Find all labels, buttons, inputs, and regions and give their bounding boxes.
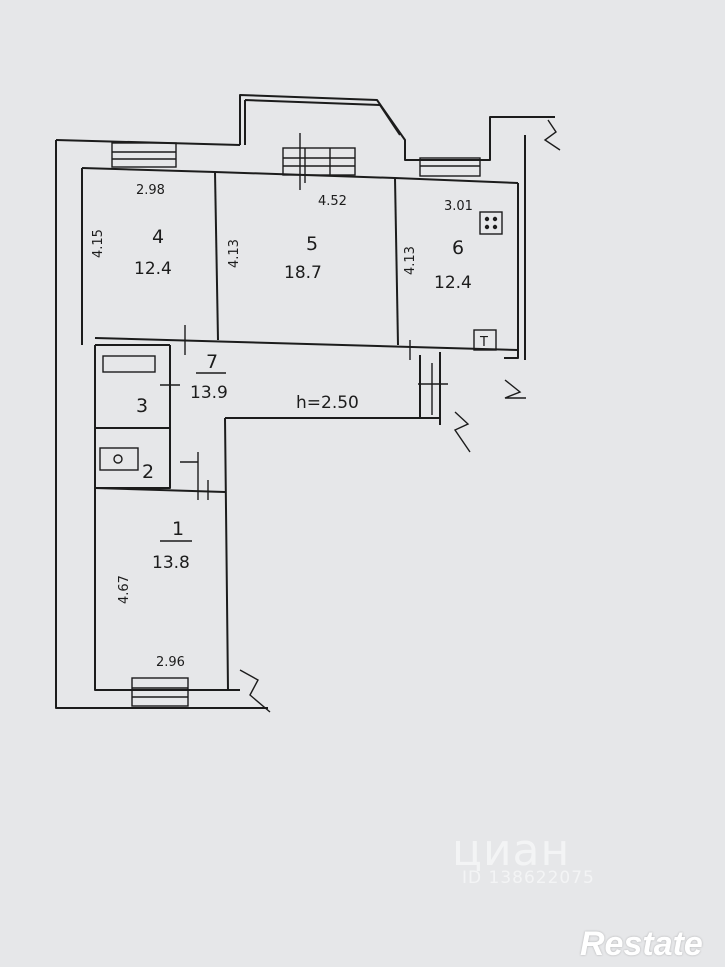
ceiling-height: h=2.50 [296, 393, 359, 413]
bath-walls [94, 345, 226, 493]
room-area-1: 13.8 [152, 553, 190, 573]
room-area-4: 12.4 [134, 259, 172, 279]
cian-watermark: циан [452, 825, 571, 876]
break-mark [543, 119, 561, 151]
stove-symbol: T [479, 335, 488, 350]
inner-left-wall [81, 168, 240, 691]
room-number-5: 5 [306, 233, 318, 255]
room-area-7: 13.9 [190, 383, 228, 403]
dim-room6-width: 3.01 [444, 199, 473, 214]
dim-room1-width: 2.96 [156, 655, 185, 670]
room-number-7: 7 [206, 351, 218, 373]
dim-room5-width: 4.52 [318, 194, 347, 209]
toilet [99, 447, 139, 471]
room-area-6: 12.4 [434, 273, 472, 293]
window-room1 [131, 677, 189, 707]
window-room6 [419, 157, 481, 177]
corridor-right [419, 352, 441, 425]
room-number-6: 6 [452, 237, 464, 259]
dim-room1-height: 4.67 [117, 575, 132, 604]
corridor-top-wall [94, 337, 519, 351]
right-wall [504, 135, 526, 360]
kitchen-appliance [473, 329, 497, 351]
room-area-5: 18.7 [284, 263, 322, 283]
window-room5 [282, 147, 356, 176]
break-mark [504, 379, 526, 399]
room-number-1: 1 [172, 518, 184, 540]
dim-room4-width: 2.98 [136, 183, 165, 198]
room-divider-4-5 [214, 171, 219, 341]
dim-room5-height: 4.13 [227, 239, 242, 268]
break-mark [239, 669, 271, 713]
room-number-2: 2 [142, 461, 154, 483]
bathtub [102, 355, 156, 373]
stove [479, 211, 503, 235]
break-mark [453, 411, 471, 453]
dim-room4-height: 4.15 [91, 229, 106, 258]
room-number-4: 4 [152, 226, 164, 248]
balcony [244, 99, 401, 145]
window-room4 [111, 142, 177, 168]
room-number-3: 3 [136, 395, 148, 417]
listing-id-watermark: ID 138622075 [462, 868, 595, 888]
dim-room6-height: 4.13 [403, 246, 418, 275]
outer-wall [55, 140, 268, 709]
restate-logo: Restate [580, 925, 703, 963]
room-divider-5-6 [394, 177, 399, 346]
